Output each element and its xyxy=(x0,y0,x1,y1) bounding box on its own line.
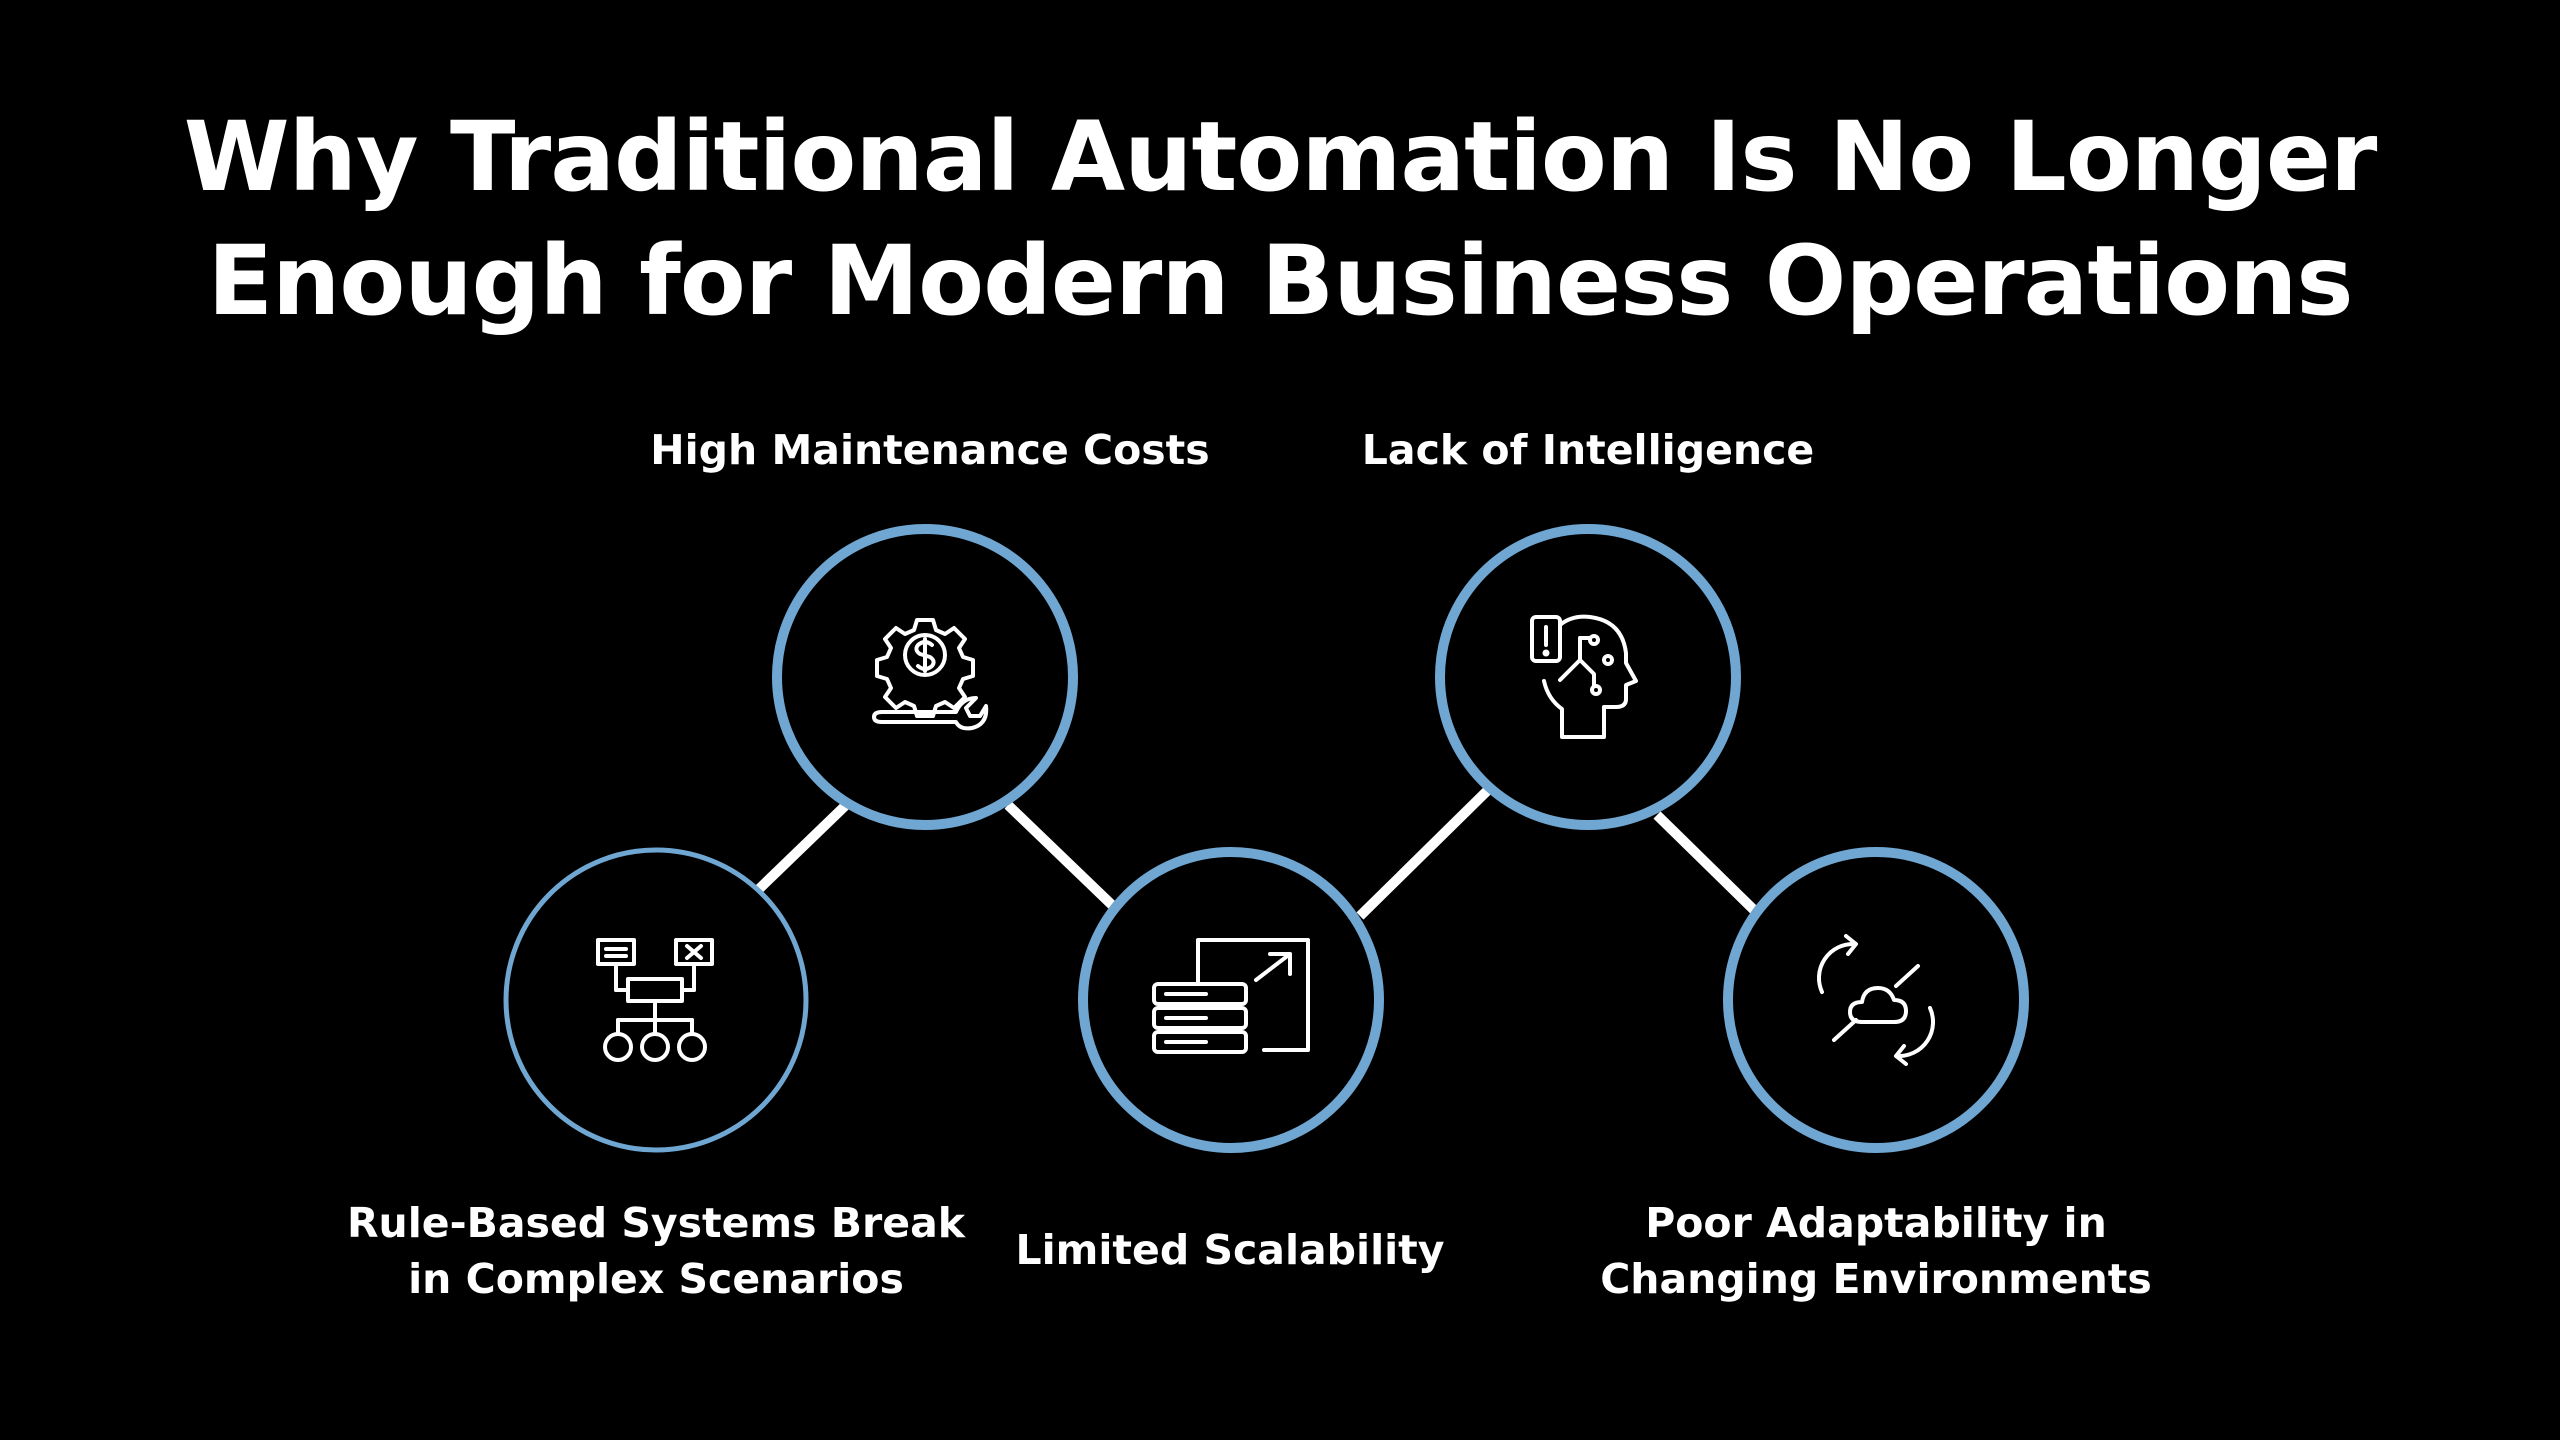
gear-dollar-wrench-icon xyxy=(872,618,989,731)
hierarchy-flowchart-icon xyxy=(596,938,714,1062)
page-title: Why Traditional Automation Is No Longer … xyxy=(0,95,2560,343)
ring-limited-scalability xyxy=(1078,847,1384,1153)
label-lack-of-intelligence: Lack of Intelligence xyxy=(1361,426,1815,474)
server-expand-icon xyxy=(1152,938,1310,1054)
head-circuit-alert-icon xyxy=(1530,614,1638,739)
cloud-sync-disconnected-icon xyxy=(1816,934,1936,1066)
label-poor-line-2: Changing Environments xyxy=(1600,1255,2152,1303)
connectors xyxy=(754,786,1760,920)
connector-lack-poor xyxy=(1653,811,1760,916)
connector-high-limited xyxy=(1004,801,1116,909)
ring-poor-adaptability xyxy=(1723,847,2029,1153)
label-limited-scalability: Limited Scalability xyxy=(1015,1226,1445,1274)
label-rule-based-systems: Rule-Based Systems Break in Complex Scen… xyxy=(306,1195,1006,1307)
label-poor-line-1: Poor Adaptability in xyxy=(1645,1199,2107,1247)
ring-lack-intelligence xyxy=(1435,524,1741,830)
title-line-1: Why Traditional Automation Is No Longer xyxy=(183,101,2378,213)
title-line-2: Enough for Modern Business Operations xyxy=(207,225,2353,337)
label-rule-line-1: Rule-Based Systems Break xyxy=(346,1199,966,1247)
connector-limited-lack xyxy=(1356,786,1492,920)
label-rule-line-2: in Complex Scenarios xyxy=(408,1255,904,1303)
connector-rule-high xyxy=(754,801,850,894)
label-high-maintenance-costs: High Maintenance Costs xyxy=(650,426,1210,474)
label-poor-adaptability: Poor Adaptability in Changing Environmen… xyxy=(1576,1195,2176,1307)
